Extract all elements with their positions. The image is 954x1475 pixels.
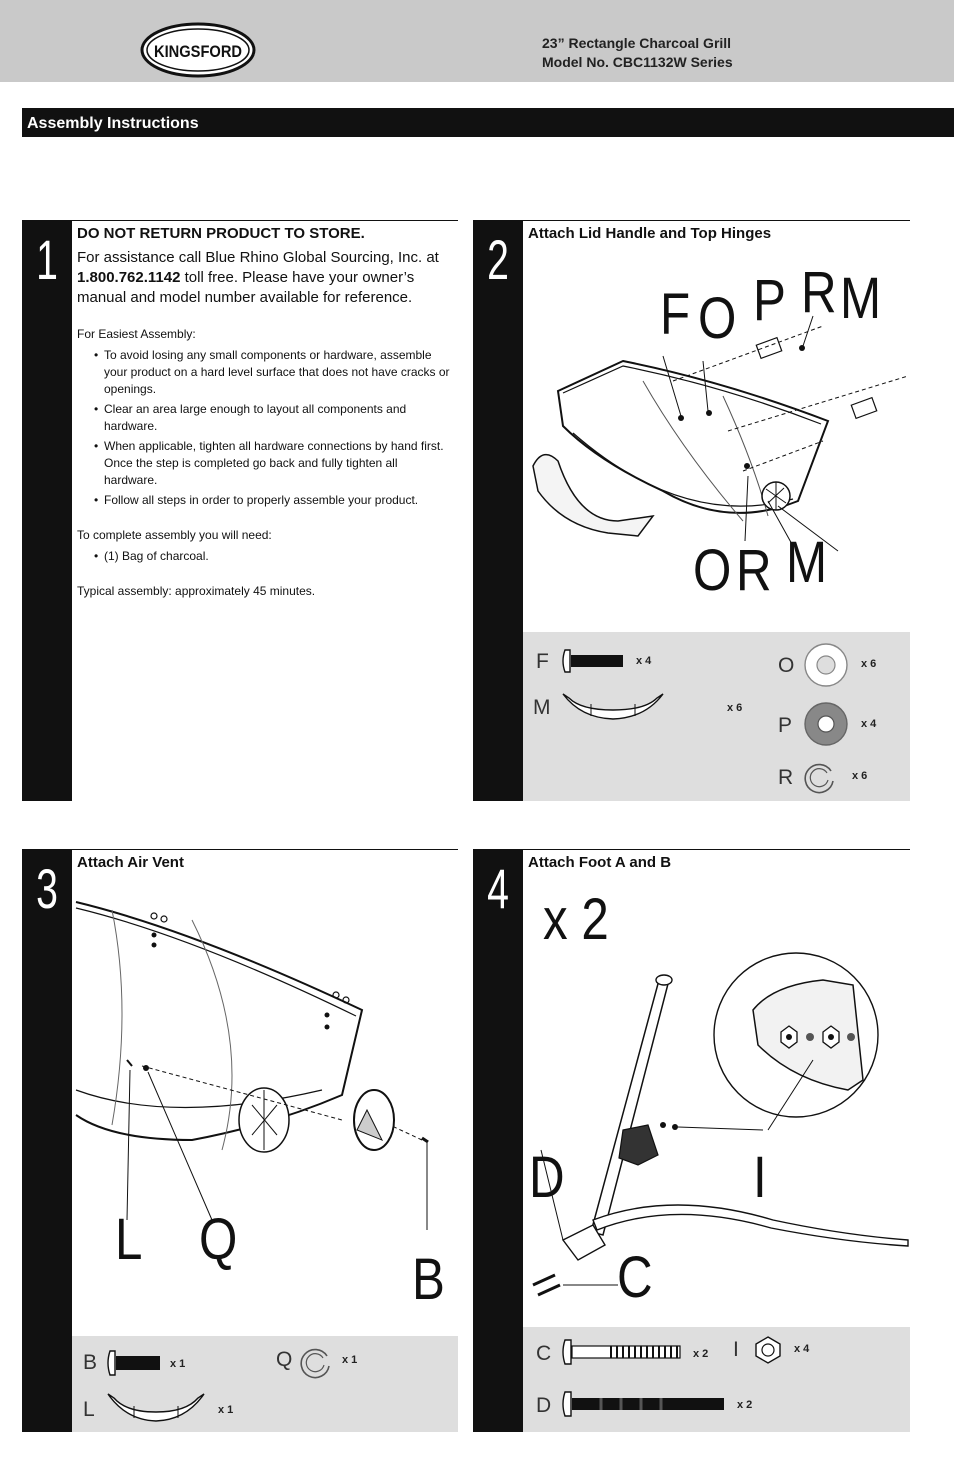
callout-c: C <box>617 1245 653 1310</box>
long-bolt-icon <box>562 1391 724 1417</box>
step-3-title: Attach Air Vent <box>77 854 184 871</box>
callout-i: I <box>753 1145 767 1210</box>
callout-r: R <box>801 260 837 325</box>
needs-list: (1) Bag of charcoal. <box>77 548 452 565</box>
part-label: L <box>83 1398 95 1421</box>
section-bar: Assembly Instructions <box>22 108 954 137</box>
part-count: x 4 <box>636 655 652 667</box>
part-label: Q <box>276 1348 293 1371</box>
list-item: Follow all steps in order to properly as… <box>94 492 452 509</box>
callout-o-bottom: O <box>693 538 732 603</box>
part-count: x 4 <box>861 718 877 730</box>
part-count: x 6 <box>727 702 743 714</box>
step-1-number: 1 <box>36 228 58 291</box>
callout-m-bottom: M <box>786 530 828 595</box>
part-label: R <box>778 766 794 789</box>
washer-icon <box>804 643 848 687</box>
list-item: To avoid losing any small components or … <box>94 347 452 398</box>
callout-r-bottom: R <box>736 538 772 603</box>
step-2-column: 2 <box>473 221 523 801</box>
split-ring-icon <box>300 1348 330 1379</box>
step-3-parts: B x 1 Q x 1 L x 1 <box>72 1336 458 1432</box>
lock-washer-icon <box>804 702 848 746</box>
callout-p: P <box>753 268 786 333</box>
model-line-2: Model No. CBC1132W Series <box>542 54 733 70</box>
bolt-icon <box>562 649 623 673</box>
part-count: x 4 <box>794 1343 810 1355</box>
model-line-1: 23” Rectangle Charcoal Grill <box>542 35 732 51</box>
step-2-panel: 2 Attach Lid Handle and Top Hinges F O P… <box>473 220 910 801</box>
step-3-column: 3 <box>22 850 72 1432</box>
dnr-heading: DO NOT RETURN PRODUCT TO STORE. <box>77 225 365 242</box>
kingsford-logo: KINGSFORD <box>140 22 256 78</box>
step-2-number: 2 <box>487 228 509 291</box>
assist-post: toll free. Please have your owner’s manu… <box>77 269 415 306</box>
assistance-text: For assistance call Blue Rhino Global So… <box>77 248 452 308</box>
part-label: C <box>536 1342 552 1365</box>
part-count: x 2 <box>737 1399 753 1411</box>
step-3-panel: 3 Attach Air Vent L Q B B x 1 Q <box>22 849 458 1432</box>
split-ring-icon <box>804 763 834 794</box>
list-item: (1) Bag of charcoal. <box>94 548 452 565</box>
part-label: O <box>778 654 795 677</box>
callout-o: O <box>698 286 737 351</box>
step-4-number: 4 <box>487 857 509 920</box>
bracket-icon <box>107 1393 205 1422</box>
bolt-icon <box>107 1350 160 1376</box>
model-info: 23” Rectangle Charcoal Grill Model No. C… <box>542 34 733 72</box>
part-count: x 1 <box>170 1358 186 1370</box>
list-item: Clear an area large enough to layout all… <box>94 401 452 435</box>
callout-f: F <box>660 282 691 347</box>
part-label: B <box>83 1351 98 1374</box>
step-4-parts: C x 2 I x 4 D x 2 <box>523 1327 910 1432</box>
phone-number: 1.800.762.1142 <box>77 269 181 286</box>
part-count: x 2 <box>693 1348 709 1360</box>
need-label: To complete assembly you will need: <box>77 528 272 542</box>
step-1-panel: 1 DO NOT RETURN PRODUCT TO STORE. For as… <box>22 220 458 801</box>
part-label: M <box>533 696 551 719</box>
air-vent-illustration <box>75 901 429 1230</box>
part-count: x 6 <box>852 770 868 782</box>
list-item: When applicable, tighten all hardware co… <box>94 438 452 489</box>
part-count: x 1 <box>342 1354 358 1366</box>
part-label: F <box>536 650 549 673</box>
hex-nut-icon <box>755 1336 781 1364</box>
step-2-title: Attach Lid Handle and Top Hinges <box>528 225 772 242</box>
step-4-panel: 4 Attach Foot A and B x 2 D I C C <box>473 849 910 1432</box>
leg-foot-illustration <box>532 952 909 1297</box>
tips-list: To avoid losing any small components or … <box>77 347 452 509</box>
part-label: I <box>733 1338 739 1361</box>
grill-lid-illustration <box>532 315 909 552</box>
step-1-content: DO NOT RETURN PRODUCT TO STORE. For assi… <box>77 225 452 604</box>
callout-m: M <box>840 266 882 331</box>
step-4-title: Attach Foot A and B <box>528 854 672 871</box>
section-title: Assembly Instructions <box>27 115 199 132</box>
long-bolt-icon <box>562 1339 681 1365</box>
callout-d: D <box>529 1145 565 1210</box>
step-3-number: 3 <box>36 857 58 920</box>
assembly-time: Typical assembly: approximately 45 minut… <box>77 584 316 598</box>
callout-b: B <box>412 1247 445 1312</box>
easiest-label: For Easiest Assembly: <box>77 327 196 341</box>
brand-text: KINGSFORD <box>154 42 242 61</box>
step-1-column: 1 <box>22 221 72 801</box>
callout-q: Q <box>199 1207 238 1272</box>
step-2-parts: F x 4 M x 6 O x 6 P x 4 R x 6 <box>523 632 910 801</box>
callout-l: L <box>115 1207 143 1272</box>
part-label: D <box>536 1394 552 1417</box>
part-count: x 6 <box>861 658 877 670</box>
multiplier-label: x 2 <box>543 887 609 952</box>
assist-pre: For assistance call Blue Rhino Global So… <box>77 249 439 266</box>
step-4-column: 4 <box>473 850 523 1432</box>
part-label: P <box>778 714 793 737</box>
bracket-icon <box>562 693 664 720</box>
part-count: x 1 <box>218 1404 234 1416</box>
